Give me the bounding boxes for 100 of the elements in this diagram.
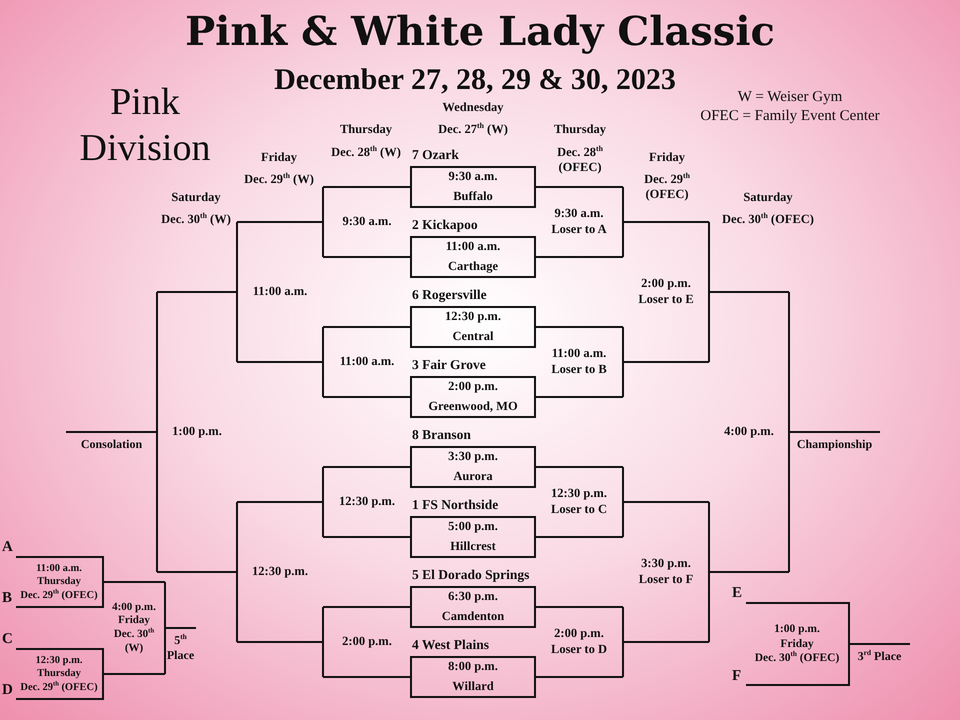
bracket-line [323,466,410,468]
bracket-line [157,291,236,293]
game-time: 8:00 p.m. [448,659,498,675]
team-name: Central [452,329,494,345]
bracket-text: 1:00 p.m. [172,424,222,440]
team-name: 8 Branson [412,427,471,444]
bracket-line [536,466,623,468]
bracket-line [624,221,709,223]
team-name: 4 West Plains [412,637,490,654]
bracket-text: 9:30 a.m. [554,206,604,222]
bracket-line [323,536,410,538]
date-heading: Dec. 28$^{th}$ (OFEC) [556,145,604,175]
bracket-text: 4:00 p.m. [724,424,774,440]
bracket-line [536,326,623,328]
bracket-text: 2:00 p.m. [342,634,392,650]
bracket-line [323,326,410,328]
bracket-text: Loser to D [550,642,607,658]
bracket-text: Loser to A [551,222,607,238]
bracket-line [104,673,165,675]
team-name: Willard [452,679,494,695]
bracket-text: Friday [118,614,150,628]
bracket-line [157,571,236,573]
bracket-line [536,676,623,678]
bracket-text: Dec. 29$^{th}$ (OFEC) [20,588,98,602]
bracket-line [323,396,410,398]
day-heading: Wednesday [442,100,504,115]
bracket-text: 12:30 p.m. [252,564,308,580]
bracket-text: 11:00 a.m. [340,354,394,370]
game-time: 6:30 p.m. [448,589,498,605]
bracket-text: 11:00 a.m. [36,562,82,576]
team-name: 6 Rogersville [412,287,487,304]
bracket-letter: B [2,591,12,606]
bracket-line [66,431,157,433]
date-heading: Dec. 29$^{th}$ (OFEC) [643,172,691,202]
bracket-text: Loser to F [638,572,694,588]
date-heading: Dec. 27$^{th}$ (W) [438,122,508,137]
round-label: Consolation [80,437,142,452]
title: Pink & White Lady Classic [185,8,775,55]
bracket-line [237,361,322,363]
bracket-line [789,431,880,433]
key-text: OFEC = Family Event Center [700,107,880,125]
bracket-line [849,643,910,645]
team-name: 7 Ozark [412,147,459,164]
bracket-line [165,627,196,629]
date-heading: Dec. 30$^{th}$ (W) [161,212,231,227]
date-heading: Dec. 30$^{th}$ (OFEC) [722,212,814,227]
bracket-text: 1:00 p.m. [774,622,820,637]
bracket-text: 11:00 a.m. [252,284,308,300]
game-time: 12:30 p.m. [445,309,501,325]
day-heading: Saturday [743,190,793,205]
day-heading: Friday [648,150,686,165]
date-heading: Dec. 29$^{th}$ (W) [244,172,314,187]
bracket-line [237,641,322,643]
bracket-text: Friday [780,636,814,651]
round-label: 3$^{rd}$ Place [858,649,902,664]
team-name: 2 Kickapoo [412,217,478,234]
bracket-text: Dec. 29$^{th}$ (OFEC) [20,680,98,694]
bracket-line [323,676,410,678]
key-text: W = Weiser Gym [738,88,842,106]
day-heading: Thursday [340,122,392,137]
bracket-text: Loser to E [638,292,694,308]
bracket-text: 4:00 p.m. [112,600,156,614]
bracket-line [237,501,322,503]
team-name: Carthage [448,259,498,275]
bracket-line [710,291,789,293]
team-name: 1 FS Northside [412,497,498,514]
bracket-line [624,641,709,643]
bracket-text: Loser to C [550,502,607,518]
bracket-letter: A [2,540,13,555]
bracket-line [536,186,623,188]
round-label: Championship [796,437,872,452]
bracket-line [237,221,322,223]
bracket-line [624,361,709,363]
bracket-text: Loser to B [551,362,607,378]
game-time: 2:00 p.m. [448,379,498,395]
bracket-text: 12:30 p.m. [339,494,395,510]
day-heading: Saturday [171,190,221,205]
bracket-text: 9:30 a.m. [342,214,392,230]
bracket-letter: F [732,669,742,684]
bracket-letter: C [2,632,13,647]
bracket-text: 2:00 p.m. [641,276,691,292]
bracket-line [536,396,623,398]
bracket-line [536,606,623,608]
team-name: Hillcrest [450,539,496,555]
bracket-line [536,536,623,538]
team-name: 3 Fair Grove [412,357,486,374]
team-name: Aurora [453,469,493,485]
team-name: 5 El Dorado Springs [412,567,530,584]
bracket-line [624,501,709,503]
round-label: 5$^{th}$ Place [166,633,196,663]
bracket-line [323,606,410,608]
bracket-line [323,256,410,258]
bracket-line [104,581,165,583]
bracket-letter: E [732,586,742,601]
bracket-text: Thursday [37,575,81,589]
game-time: 5:00 p.m. [448,519,498,535]
game-time: 3:30 p.m. [448,449,498,465]
bracket-line [710,571,789,573]
team-name: Buffalo [453,189,493,205]
game-time: 11:00 a.m. [446,239,500,255]
